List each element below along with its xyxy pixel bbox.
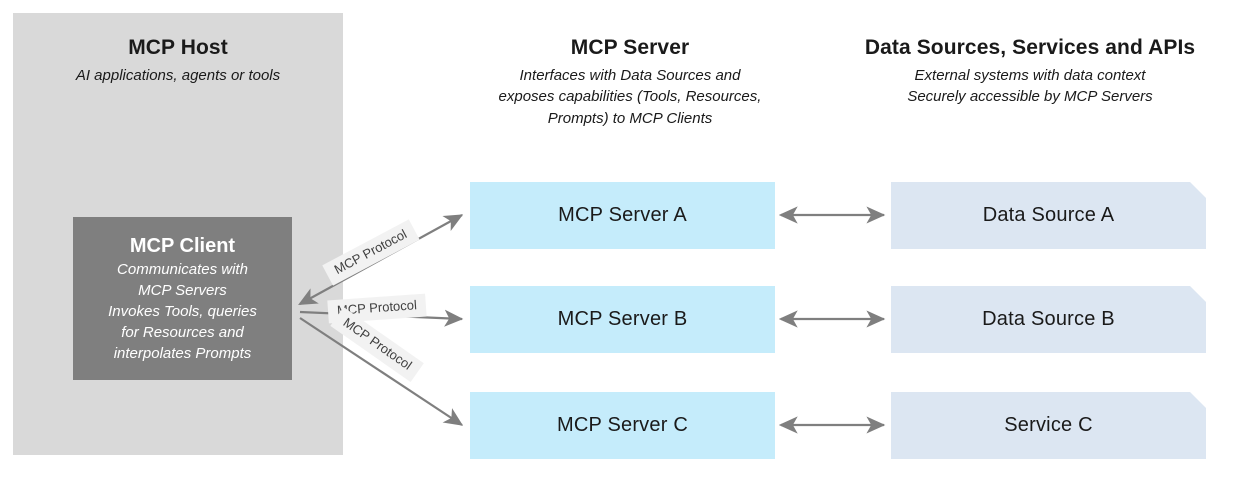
data-sources-subtitle: External systems with data context Secur… [845,65,1215,108]
mcp-server-subtitle: Interfaces with Data Sources and exposes… [460,65,800,129]
mcp-server-header: MCP Server Interfaces with Data Sources … [460,35,800,129]
mcp-server-c-box[interactable]: MCP Server C [470,392,775,459]
mcp-client-description-line-5: interpolates Prompts [113,344,252,362]
mcp-client-description-line-4: for Resources and [121,323,244,341]
mcp-client-description-line-1: Communicates with [117,260,248,278]
mcp-client-box[interactable]: MCP Client Communicates with MCP Servers… [73,217,292,380]
service-c-box[interactable]: Service C [891,392,1206,459]
mcp-server-title: MCP Server [570,36,690,59]
data-sources-header: Data Sources, Services and APIs External… [845,35,1215,108]
mcp-host-header: MCP Host AI applications, agents or tool… [13,35,343,86]
mcp-client-description-line-2: MCP Servers [138,281,227,299]
data-source-a-box[interactable]: Data Source A [891,182,1206,249]
data-sources-subtitle-line-1: External systems with data context [914,67,1146,85]
mcp-server-subtitle-line-2: exposes capabilities (Tools, Resources, [498,88,762,106]
mcp-server-subtitle-line-3: Prompts) to MCP Clients [547,109,713,127]
data-source-b-box[interactable]: Data Source B [891,286,1206,353]
mcp-host-title: MCP Host [128,36,228,59]
mcp-server-a-box[interactable]: MCP Server A [470,182,775,249]
mcp-client-description-line-3: Invokes Tools, queries [108,302,257,320]
mcp-server-b-box[interactable]: MCP Server B [470,286,775,353]
mcp-host-subtitle-line-1: AI applications, agents or tools [75,67,281,85]
mcp-host-subtitle: AI applications, agents or tools [13,65,343,86]
mcp-client-title: MCP Client [129,234,236,257]
mcp-server-subtitle-line-1: Interfaces with Data Sources and [519,67,741,85]
mcp-client-description: Communicates with MCP Servers Invokes To… [108,259,257,364]
data-sources-title: Data Sources, Services and APIs [864,36,1196,59]
data-sources-subtitle-line-2: Securely accessible by MCP Servers [907,88,1153,106]
